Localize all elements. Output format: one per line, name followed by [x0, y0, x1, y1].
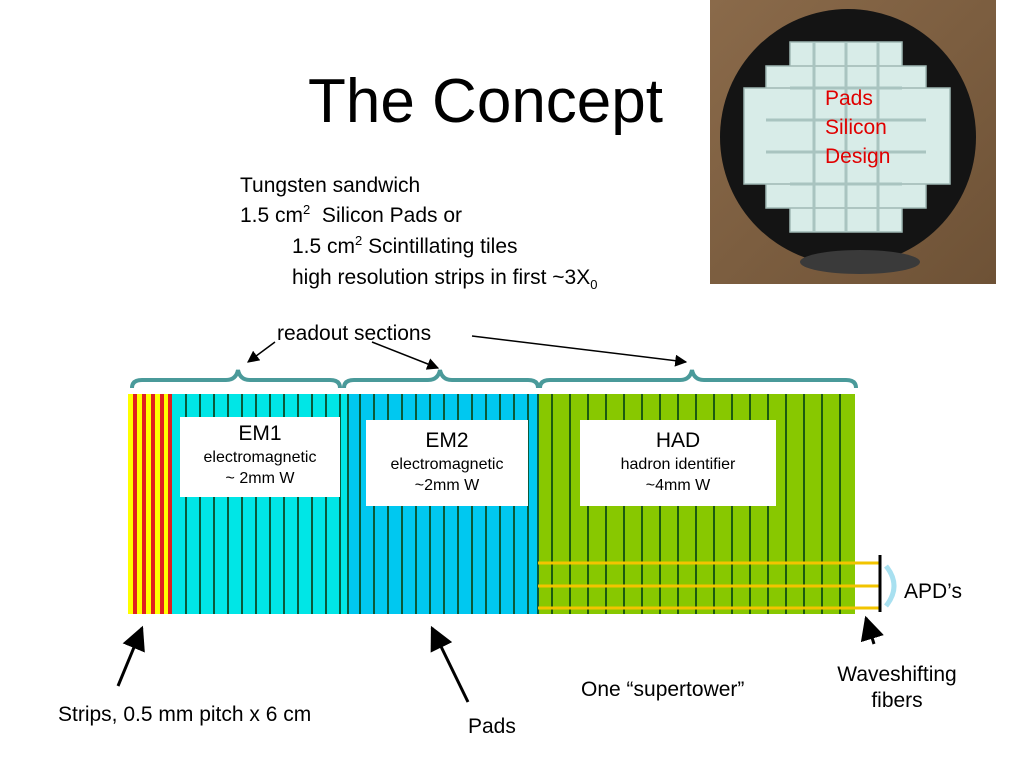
- photo-caption: Pads Silicon Design: [825, 84, 890, 171]
- pads-arrow: [430, 625, 470, 703]
- spec-line-silicon-pads: 1.5 cm2 Silicon Pads or: [240, 201, 462, 231]
- spec-line-tungsten: Tungsten sandwich: [240, 174, 421, 197]
- spec-line-scintillating: 1.5 cm2 Scintillating tiles: [292, 232, 518, 262]
- spec-subscript: 0: [590, 277, 598, 293]
- photo-label-silicon: Silicon: [825, 116, 887, 139]
- brace-had: [538, 369, 858, 389]
- apd-arc: [883, 564, 897, 608]
- had-desc: hadron identifier: [620, 456, 736, 473]
- readout-sections-label: readout sections: [277, 322, 432, 345]
- waveshifting-fibers-label: Waveshifting fibers: [812, 662, 982, 714]
- spec-text: high resolution strips in first ~3X: [292, 266, 591, 289]
- readout-braces: [130, 369, 858, 389]
- page-title: The Concept: [308, 67, 663, 136]
- em1-box: EM1 electromagnetic ~ 2mm W: [180, 417, 340, 497]
- waveshifting-fibers: [538, 561, 880, 610]
- brace-em2: [342, 369, 540, 389]
- photo-label-pads: Pads: [825, 87, 873, 110]
- had-absorber: ~4mm W: [645, 477, 711, 494]
- spec-text: Silicon Pads or: [310, 204, 463, 227]
- strips-arrow: [116, 625, 145, 687]
- spec-superscript: 2: [303, 202, 311, 217]
- strip-stripes: [133, 394, 172, 614]
- spec-text: Scintillating tiles: [362, 235, 518, 258]
- fibers-arrow: [860, 615, 884, 645]
- spec-superscript: 2: [355, 233, 363, 248]
- readout-arrows: [247, 335, 688, 370]
- em1-desc: electromagnetic: [203, 449, 317, 466]
- em1-layers: [185, 394, 341, 614]
- callout-arrows: [116, 615, 884, 703]
- photo-label-design: Design: [825, 145, 891, 168]
- had-box: HAD hadron identifier ~4mm W: [580, 420, 776, 506]
- spec-text: 1.5 cm: [240, 204, 304, 227]
- apd-label: APD’s: [904, 580, 962, 603]
- em2-desc: electromagnetic: [390, 456, 504, 473]
- strips-label: Strips, 0.5 mm pitch x 6 cm: [58, 703, 312, 726]
- fibers-label-line2: fibers: [871, 689, 923, 712]
- brace-em1: [130, 369, 342, 389]
- supertower-label: One “supertower”: [581, 678, 745, 701]
- fibers-label-line1: Waveshifting: [837, 663, 957, 686]
- em2-name: EM2: [425, 429, 469, 452]
- em1-absorber: ~ 2mm W: [225, 470, 295, 487]
- pads-label: Pads: [468, 715, 516, 738]
- em2-absorber: ~2mm W: [414, 477, 480, 494]
- em1-name: EM1: [238, 422, 282, 445]
- silicon-wafer-photo: [710, 0, 996, 284]
- em2-box: EM2 electromagnetic ~2mm W: [366, 420, 528, 506]
- spec-line-strips: high resolution strips in first ~3X0: [292, 263, 597, 293]
- had-name: HAD: [655, 429, 701, 452]
- spec-text: 1.5 cm: [292, 235, 356, 258]
